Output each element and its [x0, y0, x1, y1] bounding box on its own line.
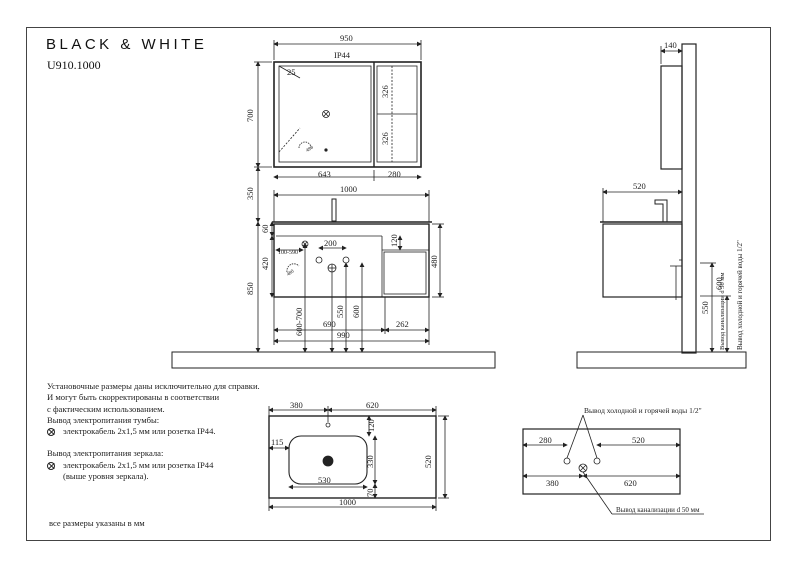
note-line-1: Установочные размеры даны исключительно … [47, 381, 260, 391]
dim-floor-height: 850 [245, 282, 255, 295]
label-plan-water: Вывод холодной и горячей воды 1/2" [584, 406, 702, 415]
socket-icon-cabinet [47, 428, 55, 436]
dim-mirror-width: 950 [340, 33, 353, 43]
dim-cabinet-depth: 520 [633, 181, 646, 191]
side-view [576, 43, 747, 369]
dim-mirror-sensor-label: 480 [306, 145, 315, 153]
dim-top-front-edge: 70 [365, 489, 375, 498]
label-side-waste: Вывод канализации d 50 мм [719, 272, 726, 350]
dim-shelf-bottom: 326 [380, 132, 390, 145]
dim-cabinet-width: 1000 [340, 184, 357, 194]
dim-top-depth: 520 [423, 455, 433, 468]
dim-plan-left-top: 280 [539, 435, 552, 445]
dim-water-height: 600 [351, 305, 361, 318]
installation-notes: Установочные размеры даны исключительно … [47, 381, 307, 482]
dim-top-thickness: 60 [260, 225, 270, 234]
note-line-4: Вывод электропитания тумбы: [47, 414, 160, 425]
dim-plan-right-bottom: 620 [624, 478, 637, 488]
brand-logo: BLACK & WHITE [46, 36, 208, 53]
dim-small-gap: 120 [389, 234, 399, 247]
dim-top-left: 380 [290, 400, 303, 410]
dim-plan-right-top: 520 [632, 435, 645, 445]
dim-total-width: 990 [337, 330, 350, 340]
note-line-8: (выше уровня зеркала). [63, 471, 149, 482]
dim-top-left-edge: 115 [271, 437, 283, 447]
dim-mirror-height: 700 [245, 109, 255, 122]
socket-icon-mirror [47, 462, 55, 470]
dim-plan-left-bottom: 380 [546, 478, 559, 488]
dim-top-width: 1000 [339, 497, 356, 507]
dim-waste-height: 550 [335, 305, 345, 318]
dim-top-basin-depth: 330 [365, 455, 375, 468]
dim-pipe-range: 100-590 [278, 250, 298, 256]
dim-ip-rating: IP44 [334, 50, 351, 60]
note-line-6: Вывод электропитания зеркала: [47, 448, 164, 459]
dim-side-water: 600 [714, 277, 724, 290]
dim-mirror-depth: 140 [664, 40, 677, 50]
note-line-7: электрокабель 2х1,5 мм или розетка IP44 [63, 459, 214, 470]
dim-drawer-height: 480 [429, 255, 439, 268]
dim-top-basin-width: 530 [318, 475, 331, 485]
dim-side-waste: 550 [700, 301, 710, 314]
dim-shelf-top: 326 [380, 85, 390, 98]
dim-top-right: 620 [366, 400, 379, 410]
dim-cable-height: 600-700 [294, 308, 304, 336]
note-line-2: И могут быть скорректированы в соответст… [47, 392, 220, 403]
dim-top-tap-offset: 120 [366, 419, 376, 432]
dim-right-offset: 262 [396, 319, 409, 329]
dim-frame-offset: 25 [287, 67, 296, 77]
dim-cabinet-height: 420 [260, 257, 270, 270]
label-plan-waste: Вывод канализации d 50 мм [616, 506, 700, 514]
dim-mirror-cabinet-gap: 350 [245, 187, 255, 200]
note-line-5: электрокабель 2х1,5 мм или розетка IP44. [63, 426, 216, 437]
mirror-front-view [273, 61, 422, 168]
model-number: U910.1000 [47, 58, 101, 72]
dim-drain-offset: 690 [323, 319, 336, 329]
cabinet-front-view [272, 198, 432, 298]
dim-sensor-label: 480 [286, 269, 295, 278]
dim-shelf-part: 280 [388, 169, 401, 179]
dim-pipe-spacing: 200 [324, 238, 337, 248]
note-line-3: с фактическим использованием. [47, 403, 165, 414]
drawing-frame [26, 27, 771, 541]
units-footnote: все размеры указаны в мм [49, 518, 145, 528]
countertop-top-view [268, 415, 437, 499]
dim-mirror-part: 643 [318, 169, 331, 179]
label-side-water: Вывод холодной и горячей воды 1/2" [736, 240, 744, 350]
